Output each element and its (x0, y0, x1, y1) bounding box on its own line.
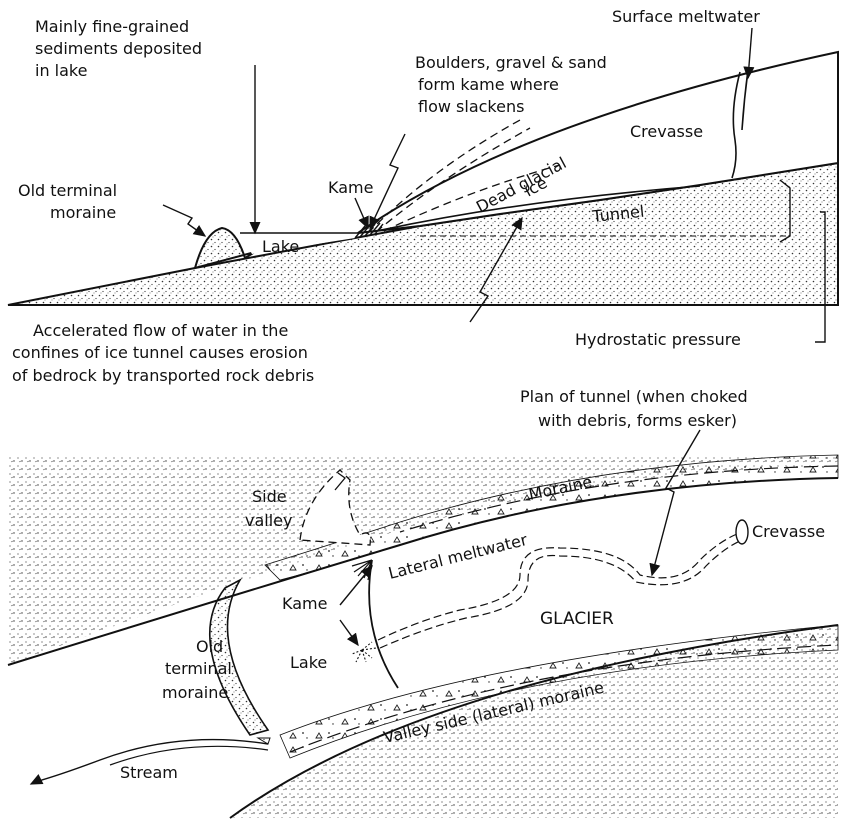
label-boulders-3: flow slackens (418, 97, 524, 116)
label-lake-bottom: Lake (290, 653, 327, 672)
old-terminal-moraine-arc (210, 580, 268, 735)
label-lake-top: Lake (262, 237, 299, 256)
label-boulders-1: Boulders, gravel & sand (415, 53, 607, 72)
crevasse-ellipse (736, 520, 748, 544)
label-plan-of-tunnel-1: Plan of tunnel (when choked (520, 387, 748, 406)
bedrock (8, 163, 838, 305)
label-plan-of-tunnel-2: with debris, forms esker) (538, 411, 737, 430)
label-kame-top: Kame (328, 178, 373, 197)
kame-fan-lower (352, 642, 376, 662)
label-crevasse-bottom: Crevasse (752, 522, 825, 541)
label-surface-meltwater: Surface meltwater (612, 7, 760, 26)
label-side-valley-2: valley (245, 511, 292, 530)
label-old-terminal-moraine-top-1: Old terminal (18, 181, 117, 200)
label-accelerated-flow-1: Accelerated flow of water in the (33, 321, 288, 340)
label-fine-sediments-1: Mainly fine-grained (35, 17, 189, 36)
label-accelerated-flow-2: confines of ice tunnel causes erosion (12, 343, 308, 362)
bottom-plan-view: Plan of tunnel (when choked with debris,… (8, 387, 838, 818)
label-old-terminal-moraine-bottom-2: terminal (165, 659, 232, 678)
label-accelerated-flow-3: of bedrock by transported rock debris (12, 366, 314, 385)
label-old-terminal-moraine-bottom-1: Old (196, 637, 223, 656)
label-fine-sediments-2: sediments deposited (35, 39, 202, 58)
label-crevasse-top: Crevasse (630, 122, 703, 141)
label-stream: Stream (120, 763, 178, 782)
label-boulders-2: form kame where (418, 75, 559, 94)
label-kame-bottom: Kame (282, 594, 327, 613)
label-side-valley-1: Side (252, 487, 287, 506)
label-hydrostatic-pressure: Hydrostatic pressure (575, 330, 741, 349)
label-old-terminal-moraine-bottom-3: moraine (162, 683, 228, 702)
label-glacier: GLACIER (540, 609, 614, 629)
label-fine-sediments-3: in lake (35, 61, 87, 80)
top-cross-section: Mainly fine-grained sediments deposited … (8, 7, 838, 385)
label-old-terminal-moraine-top-2: moraine (50, 203, 116, 222)
